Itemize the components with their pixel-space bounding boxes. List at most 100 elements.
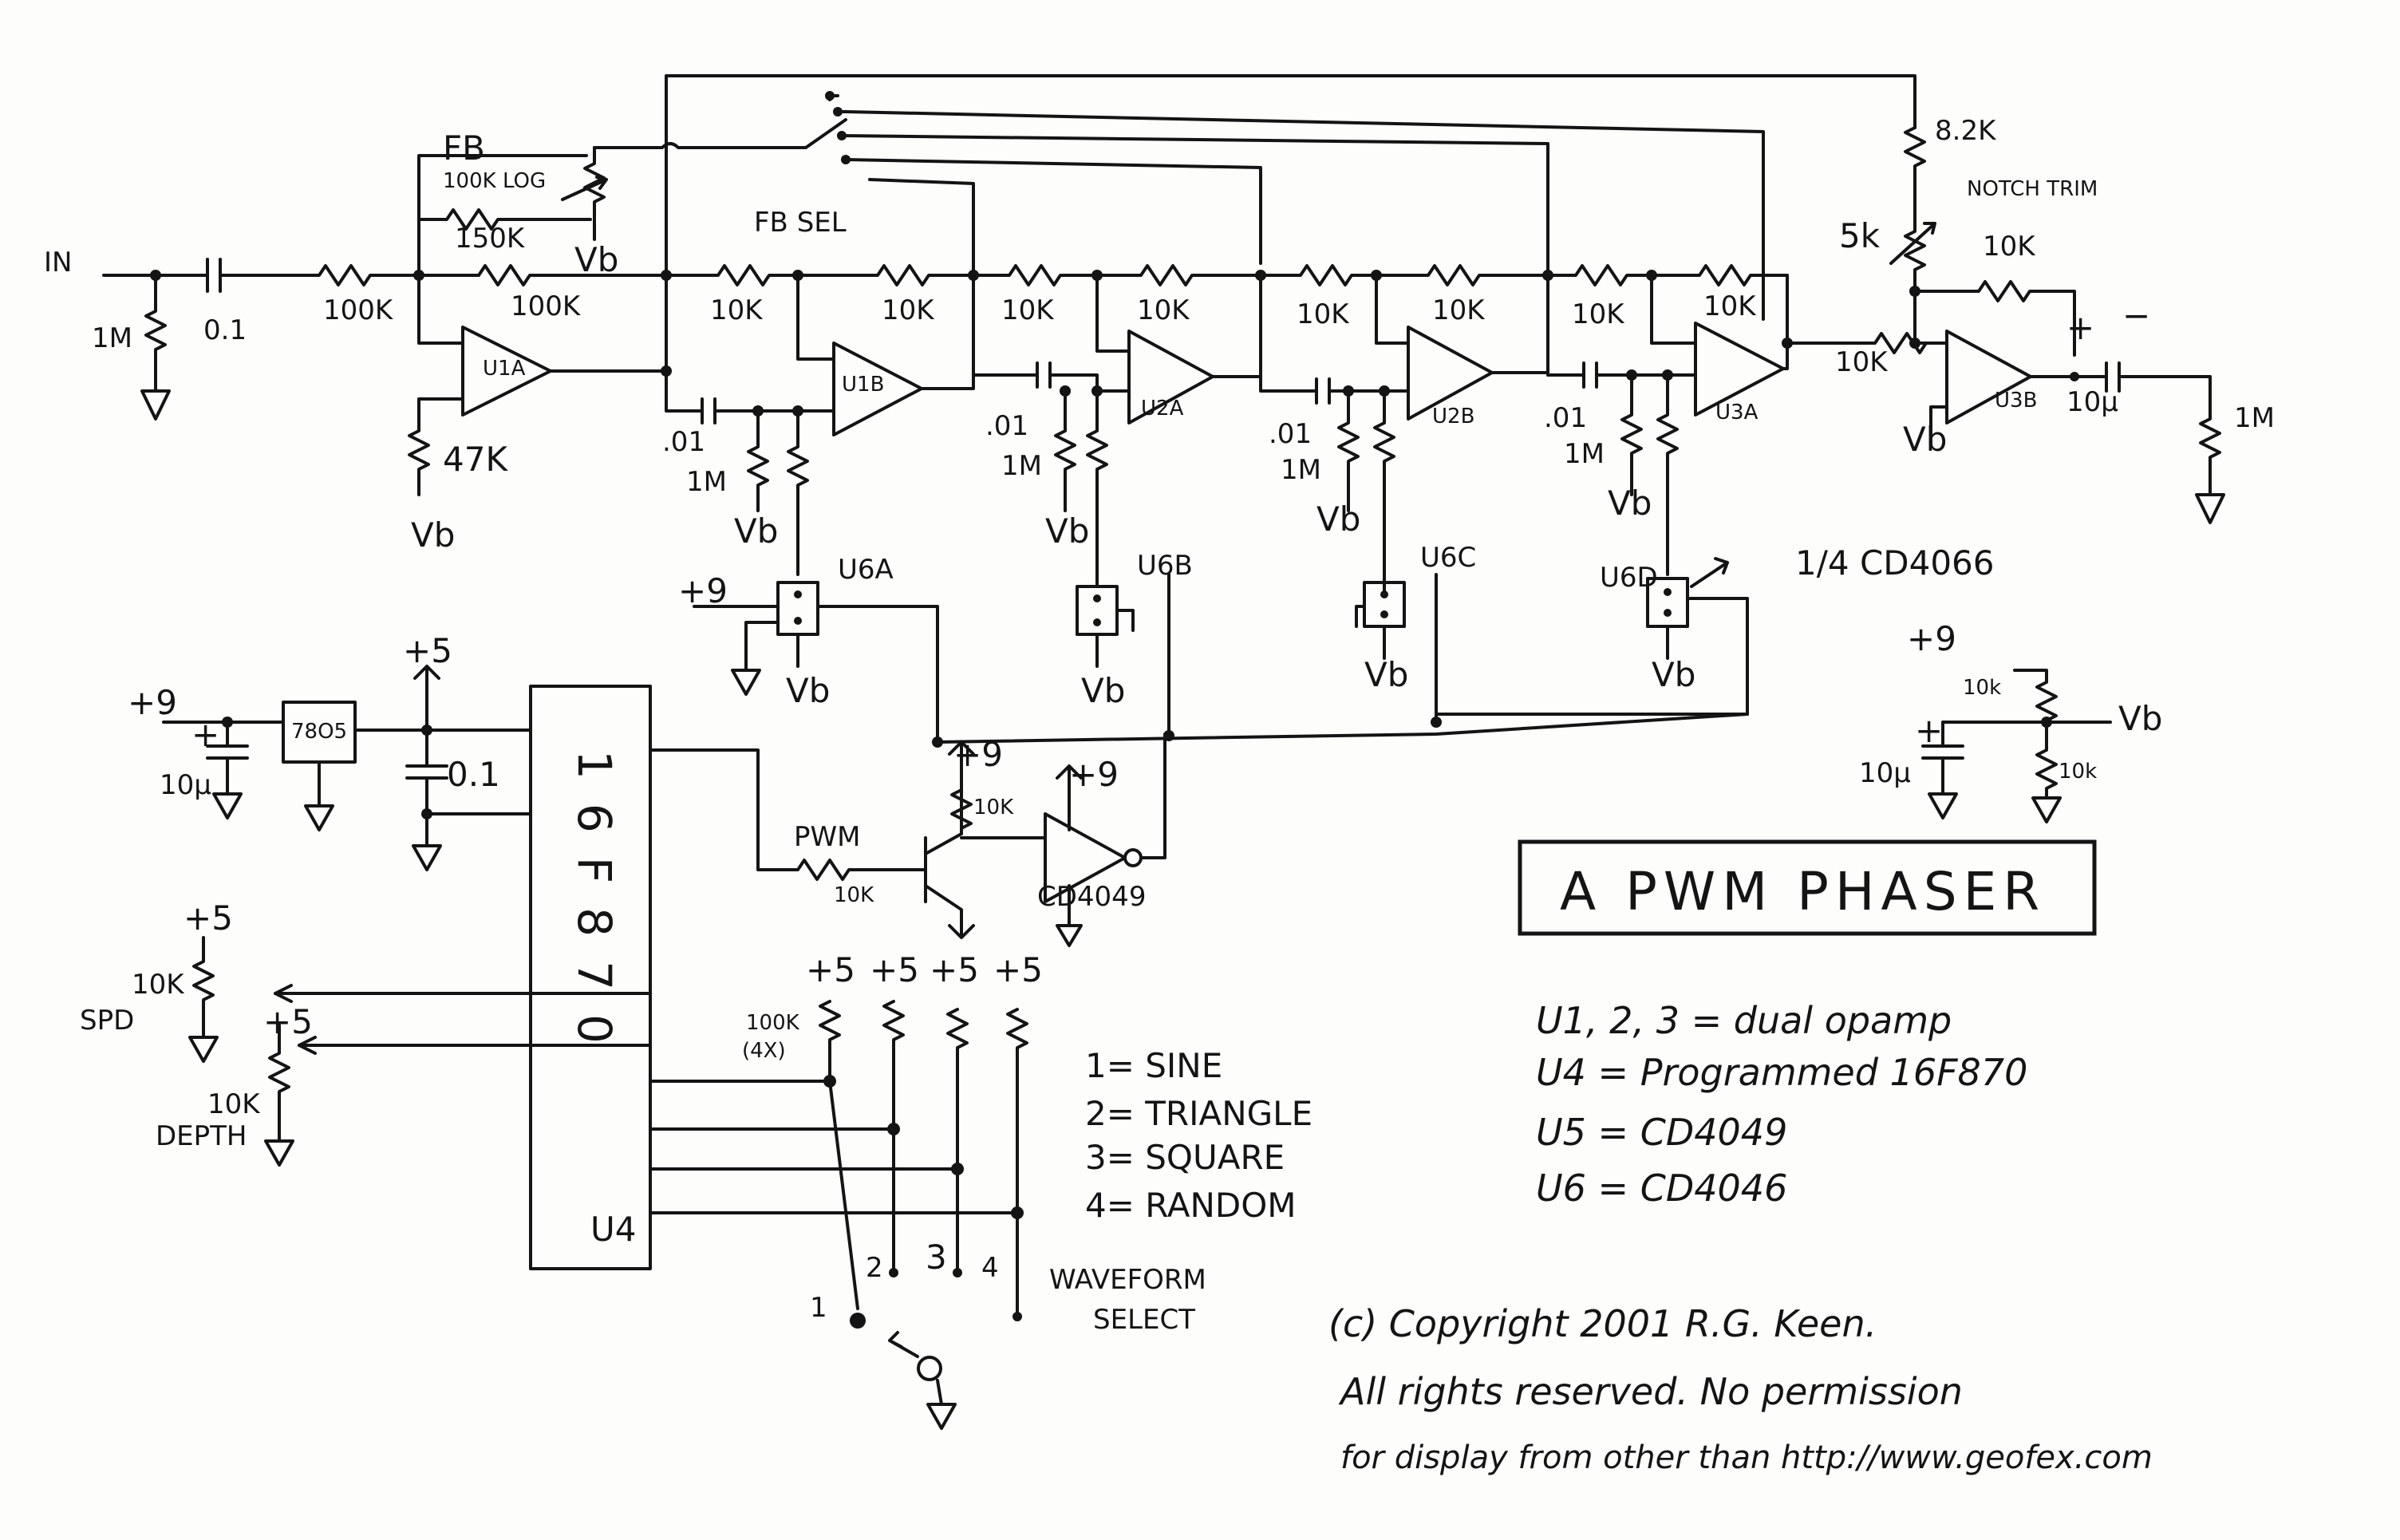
label-s4-vb: Vb	[1608, 484, 1652, 523]
control-pots	[188, 936, 294, 1167]
label-u1a: U1A	[483, 357, 526, 381]
label-c-in: 0.1	[203, 314, 247, 346]
label-in: IN	[44, 247, 72, 278]
vb-divider	[1921, 669, 2112, 823]
label-r-8k2: 8.2K	[1935, 115, 1997, 147]
page-title: A PWM PHASER	[1560, 861, 2046, 922]
label-spd-pot: 10K	[132, 969, 185, 1001]
label-s3-switch: U6C	[1420, 542, 1476, 574]
label-pullup-1: +5	[806, 950, 855, 989]
legend-random: 4= RANDOM	[1085, 1186, 1297, 1225]
label-s2-switch: U6B	[1137, 550, 1193, 582]
label-s1-rbias: 1M	[686, 466, 727, 498]
label-plus9-inv: +9	[1069, 755, 1119, 794]
label-div-rbot: 10k	[2059, 760, 2097, 784]
label-s3-vb: Vb	[1316, 500, 1360, 539]
label-s3-rbias: 1M	[1281, 454, 1321, 486]
label-vb-u1a: Vb	[411, 515, 455, 555]
label-div-vb: Vb	[2118, 699, 2162, 738]
label-cd4066: 1/4 CD4066	[1795, 543, 1995, 582]
pwm-driver	[924, 732, 1166, 947]
label-vb-fb: Vb	[574, 240, 618, 279]
waveform-switch	[819, 1000, 1028, 1430]
label-pot-5k: 5k	[1839, 216, 1881, 255]
label-s1-op: U1B	[842, 373, 884, 397]
label-sel-4: 4	[981, 1252, 999, 1284]
label-pullup-count: (4X)	[742, 1039, 786, 1063]
label-r-in: 1M	[92, 322, 132, 354]
label-s1-ra: 10K	[710, 294, 764, 326]
label-plus9-q: +9	[953, 735, 1003, 774]
label-sup-plus: +	[191, 715, 219, 754]
label-s4-rb: 10K	[1703, 290, 1757, 322]
label-depth: DEPTH	[156, 1120, 247, 1152]
label-s4-rbias: 1M	[1564, 438, 1605, 470]
label-sel-2: 2	[866, 1252, 883, 1284]
input-section	[102, 142, 799, 496]
label-s1-vb: Vb	[734, 511, 778, 551]
label-plus9-u6a: +9	[678, 571, 728, 610]
label-c-out: 10μ	[2066, 386, 2118, 418]
label-depth-pot: 10K	[207, 1088, 261, 1120]
label-s4-switch: U6D	[1600, 562, 1658, 594]
label-s3-ra: 10K	[1297, 298, 1350, 330]
label-div-cap: 10μ	[1859, 757, 1911, 789]
label-pullup-4: +5	[993, 950, 1043, 989]
label-r-10k-fb-out: 10K	[1983, 231, 2036, 263]
label-sup-cap: 10μ	[160, 769, 211, 801]
label-pullup-2: +5	[870, 950, 919, 989]
label-s2-rb: 10K	[1137, 294, 1190, 326]
label-notch-trim: NOTCH TRIM	[1967, 177, 2098, 201]
stage-3	[1259, 264, 1553, 592]
label-sel-3: 3	[926, 1238, 947, 1277]
parts-u4: U4 = Programmed 16F870	[1536, 1051, 2027, 1094]
label-pwm: PWM	[794, 821, 860, 853]
label-r-100k-fb: 100K	[511, 290, 582, 322]
label-spd: SPD	[80, 1005, 134, 1037]
legend-sine: 1= SINE	[1085, 1046, 1222, 1085]
label-s4-switch-vb: Vb	[1652, 655, 1695, 694]
title-box	[1518, 839, 2097, 936]
label-s2-vb: Vb	[1045, 511, 1089, 551]
label-s1-switch-vb: Vb	[786, 671, 830, 710]
label-s3-rb: 10K	[1432, 294, 1486, 326]
label-r-out: 1M	[2234, 402, 2275, 434]
label-s1-rb: 10K	[882, 294, 935, 326]
parts-u6: U6 = CD4046	[1536, 1167, 1787, 1210]
label-select: SELECT	[1093, 1304, 1195, 1336]
copyright-notice: (c) Copyright 2001 R.G. Keen. All rights…	[1328, 1302, 2153, 1476]
feedback-bus	[665, 74, 1916, 321]
label-sup-cap2: 0.1	[447, 755, 500, 794]
label-s2-rbias: 1M	[1001, 450, 1042, 482]
label-s1-switch: U6A	[838, 554, 894, 586]
label-s2-c: .01	[985, 410, 1028, 442]
label-sup-plus9: +9	[128, 683, 177, 722]
label-s3-op: U2B	[1432, 405, 1474, 428]
label-vb-u3b: Vb	[1903, 420, 1947, 459]
component-labels: IN 1M 0.1 100K FB 100K LOG 150K Vb 100K …	[44, 115, 2275, 1336]
copyright-line-3: for display from other than http://www.g…	[1340, 1439, 2153, 1476]
label-depth-plus5: +5	[263, 1002, 313, 1041]
label-sup-reg: 78O5	[291, 720, 347, 744]
label-div-cap-plus: +	[1915, 711, 1943, 750]
label-sup-plus5: +5	[403, 631, 452, 670]
waveform-legend: 1= SINE 2= TRIANGLE 3= SQUARE 4= RANDOM	[1085, 1046, 1312, 1225]
legend-square: 3= SQUARE	[1085, 1138, 1285, 1177]
label-pot-fb-value: 100K LOG	[443, 169, 546, 193]
label-c-out-plus: +	[2066, 308, 2094, 347]
parts-u5: U5 = CD4049	[1536, 1111, 1787, 1154]
label-pullup-3: +5	[930, 950, 979, 989]
label-r-47k: 47K	[443, 440, 508, 479]
label-r-100k-in: 100K	[323, 294, 394, 326]
switches	[693, 557, 1749, 748]
label-s4-op: U3A	[1715, 401, 1759, 424]
label-s3-switch-vb: Vb	[1364, 655, 1408, 694]
label-r-pwm-base: 10K	[834, 883, 874, 907]
label-s4-ra: 10K	[1572, 298, 1625, 330]
label-s2-switch-vb: Vb	[1081, 671, 1125, 710]
label-r-10k-out-in: 10K	[1835, 346, 1889, 378]
label-s2-ra: 10K	[1001, 294, 1055, 326]
label-fb-sel: FB SEL	[754, 207, 847, 239]
